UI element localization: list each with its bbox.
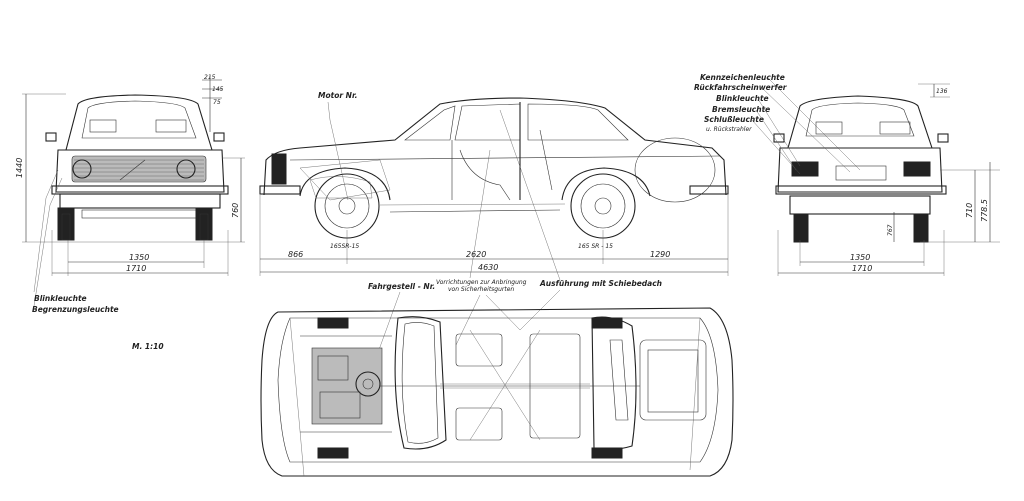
front-width-dim: 1710 (126, 264, 146, 273)
rear-track-dim: 1350 (850, 253, 870, 262)
front-ground-dim: 760 (231, 203, 240, 218)
overhang-front-dim: 866 (288, 250, 303, 259)
top-view (260, 307, 734, 477)
schlussleuchte-label: Schlußleuchte (704, 115, 764, 124)
rueckstrahler-label: u. Rückstrahler (706, 126, 752, 133)
rear-bumper-dim: 767 (887, 224, 894, 236)
front-view (45, 94, 229, 241)
scale-label: M. 1:10 (132, 342, 164, 351)
vorrichtungen-label-2: von Sicherheitsgurten (448, 286, 514, 293)
overhang-rear-dim: 1290 (650, 250, 670, 259)
rear-blinkleuchte-label: Blinkleuchte (716, 94, 769, 103)
rear-h2-dim: 778.5 (980, 199, 989, 222)
bremsleuchte-label: Bremsleuchte (712, 105, 770, 114)
motor-label: Motor Nr. (318, 91, 357, 100)
schiebedach-label: Ausführung mit Schiebedach (539, 279, 662, 288)
front-blinkleuchte-label: Blinkleuchte (34, 294, 87, 303)
tire-front-label: 165SR-15 (330, 243, 359, 250)
front-dimensions: 1440 760 215 145 75 1350 1710 (15, 74, 245, 276)
rear-h1-dim: 710 (965, 203, 974, 218)
wheelbase-dim: 2620 (466, 250, 486, 259)
vorrichtungen-label-1: Vorrichtungen zur Anbringung (436, 279, 527, 286)
rueckfahrscheinwerfer-label: Rückfahrscheinwerfer (694, 83, 788, 92)
tire-rear-label: 165 SR - 15 (578, 243, 613, 250)
side-view (259, 97, 729, 239)
fahrgestell-label: Fahrgestell - Nr. (368, 282, 435, 291)
rear-width-dim: 1710 (852, 264, 872, 273)
rear-view (773, 95, 949, 243)
side-labels: Motor Nr. Fahrgestell - Nr. Vorrichtunge… (318, 91, 662, 381)
front-height-dim: 1440 (15, 158, 24, 178)
rear-dimensions: 136 710 778.5 767 1350 1710 (777, 83, 1000, 276)
front-track-dim: 1350 (129, 253, 149, 262)
front-d1-dim: 215 (204, 74, 216, 81)
rear-top-dim: 136 (936, 88, 948, 95)
front-d2-dim: 145 (212, 86, 224, 93)
front-d3-dim: 75 (213, 99, 221, 106)
side-dimensions: 866 2620 1290 4630 165SR-15 165 SR - 15 (259, 195, 729, 276)
length-dim: 4630 (478, 263, 498, 272)
begrenzungsleuchte-label: Begrenzungsleuchte (32, 305, 119, 314)
front-labels: Blinkleuchte Begrenzungsleuchte M. 1:10 (32, 169, 164, 351)
kennzeichenleuchte-label: Kennzeichenleuchte (700, 73, 785, 82)
rear-labels: Kennzeichenleuchte Rückfahrscheinwerfer … (694, 73, 861, 175)
